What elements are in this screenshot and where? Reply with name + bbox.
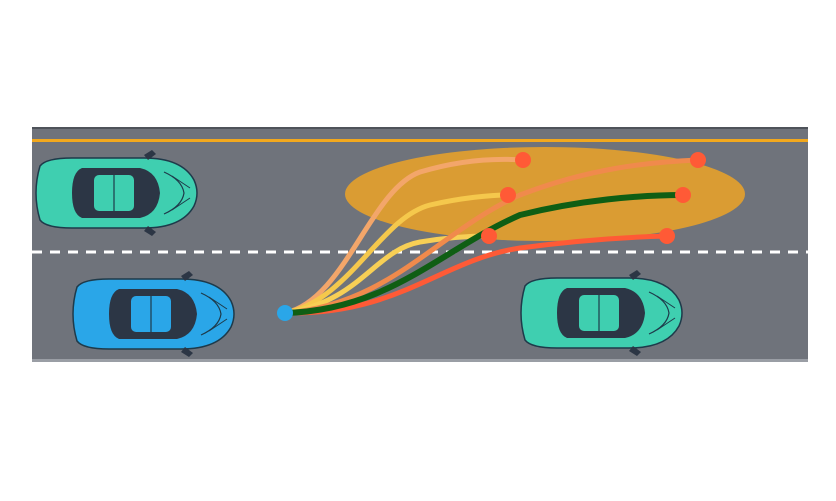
endpoint-marker xyxy=(690,152,706,168)
endpoint-marker xyxy=(675,187,691,203)
goal-region xyxy=(345,147,745,241)
endpoint-marker xyxy=(500,187,516,203)
start-point-marker xyxy=(277,305,293,321)
trajectory-candidate xyxy=(282,233,670,316)
trajectory-candidate xyxy=(282,233,492,316)
trajectory-selected xyxy=(282,192,686,316)
other-car-icon xyxy=(35,149,198,237)
endpoint-marker xyxy=(515,152,531,168)
other-car-icon xyxy=(520,269,683,357)
yellow-lane-line xyxy=(32,139,808,142)
trajectory-candidate xyxy=(282,192,511,316)
trajectory-candidate xyxy=(282,156,526,316)
ego-car-icon xyxy=(72,270,235,358)
endpoint-marker xyxy=(481,228,497,244)
trajectory-endpoints xyxy=(481,152,706,244)
road-bottom-edge xyxy=(32,359,808,362)
endpoint-marker xyxy=(659,228,675,244)
road-top-edge xyxy=(32,127,808,129)
